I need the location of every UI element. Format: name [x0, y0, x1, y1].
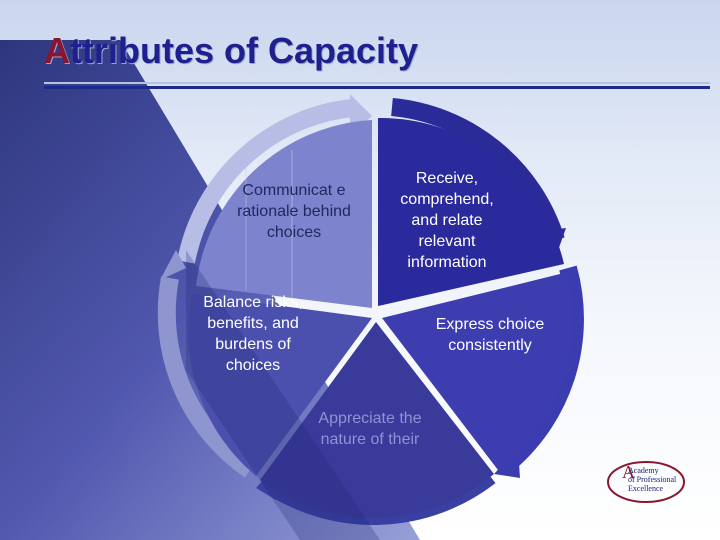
- ring-arc-right: [391, 98, 565, 243]
- arrowhead-left: [160, 250, 186, 280]
- ring-arc-left: [157, 276, 256, 478]
- ring-arc-right-lower: [504, 265, 584, 469]
- ring-arc-top-left: [177, 99, 354, 264]
- logo-line-3: Excellence: [628, 484, 664, 493]
- band-overlay: [186, 250, 380, 540]
- segment-balance: [188, 294, 372, 476]
- segment-receive: [378, 117, 564, 307]
- segment-label-receive: Receive, comprehend, and relate relevant…: [400, 170, 494, 271]
- logo-text: Academy of Professional Excellence: [628, 466, 692, 493]
- segment-express: [382, 272, 574, 470]
- segment-label-appreciate: Appreciate the nature of their: [318, 410, 422, 448]
- title-underline-thick: [44, 86, 710, 89]
- pie: [188, 117, 574, 518]
- title-underline-thin: [44, 82, 710, 84]
- title-text: ttributes of Capacity: [70, 30, 419, 71]
- logo-line-2: of Professional: [628, 475, 677, 484]
- segment-label-balance: Balance risks, benefits, and burdens of …: [203, 294, 303, 374]
- logo-line-1: Academy: [628, 466, 659, 475]
- segment-label-communicate: Communicat e rationale behind choices: [237, 182, 351, 241]
- title-underline: [44, 82, 710, 90]
- svg-text:A: A: [622, 462, 635, 482]
- academy-logo: A Academy of Professional Excellence: [606, 458, 692, 504]
- slide-title: Attributes of Capacity: [44, 30, 418, 72]
- segment-label-express: Express choice consistently: [435, 316, 545, 354]
- segment-communicate: [196, 120, 372, 308]
- title-initial: A: [44, 30, 70, 71]
- segment-appreciate: [260, 322, 494, 518]
- academy-logo-mark: A: [607, 461, 685, 503]
